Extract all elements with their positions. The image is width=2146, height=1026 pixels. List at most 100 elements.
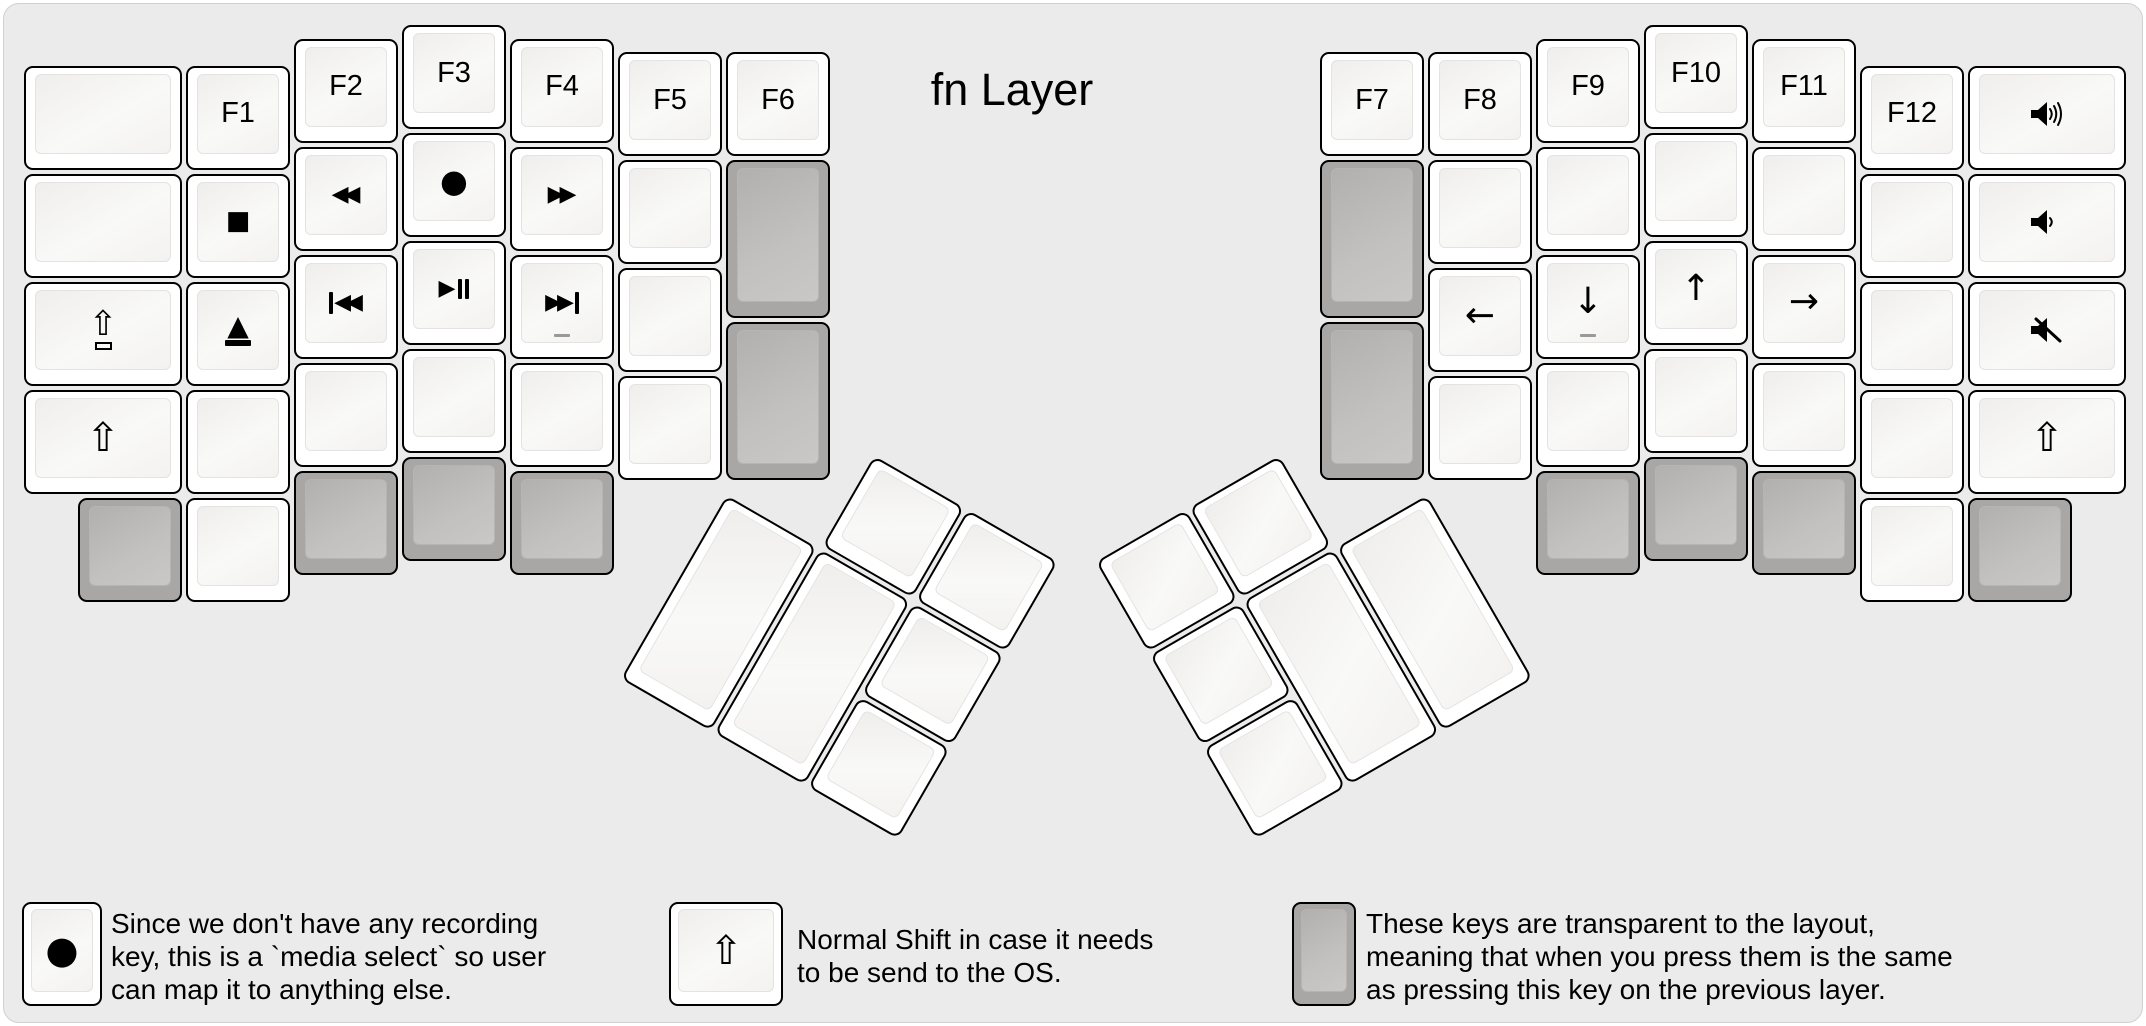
homing-dash <box>1580 333 1596 337</box>
key-blank-r-c5-r2 <box>1860 173 1964 278</box>
keycap: F5 <box>629 60 711 140</box>
key-volume-down <box>1968 173 2126 278</box>
key-play-pause: ▶ <box>402 241 506 345</box>
key-label: F2 <box>329 70 363 102</box>
keycap <box>1871 505 1953 586</box>
keycap: ▶▶ <box>521 154 603 235</box>
key-blank-l-c1-r4 <box>186 389 290 494</box>
keycap <box>197 505 279 586</box>
keycap: F6 <box>737 60 819 140</box>
keycap <box>35 181 171 262</box>
key-record: ● <box>402 133 506 237</box>
key-f2: F2 <box>294 38 398 143</box>
key-label: F3 <box>437 56 471 89</box>
key-blank-r-c4-r4 <box>1752 362 1856 467</box>
key-next-track: ▶▶ <box>510 254 614 359</box>
key-blank-l-c2-r4 <box>294 362 398 467</box>
keycap <box>1109 522 1221 633</box>
key-transparent-l-c6-b <box>726 322 830 480</box>
key-transparent-bottom-right <box>1968 497 2072 602</box>
key-stop: ■ <box>186 173 290 278</box>
key-f7: F7 <box>1320 52 1424 156</box>
keycap <box>35 73 171 154</box>
key-f6: F6 <box>726 52 830 156</box>
keycap: ● <box>31 909 93 992</box>
key-label: F4 <box>545 70 579 102</box>
keycap <box>1547 370 1629 451</box>
keycap: ↓ <box>1547 262 1629 343</box>
keycap <box>1439 168 1521 248</box>
stop-icon: ■ <box>225 205 251 236</box>
keycap <box>1871 181 1953 262</box>
keycap: ▲ <box>197 289 279 370</box>
key-blank-r-c1-r2 <box>1428 160 1532 264</box>
keycap: ⇧ <box>678 909 774 992</box>
volume-up-icon <box>2027 99 2067 129</box>
legend-line: Since we don't have any recording <box>111 908 539 939</box>
keycap <box>521 370 603 451</box>
key-arrow-up: ↑ <box>1644 241 1748 345</box>
key-f5: F5 <box>618 52 722 156</box>
keycap: ● <box>413 141 495 221</box>
key-shift-left: ⇧ <box>24 389 182 494</box>
arrow-left-icon: ← <box>1464 294 1496 336</box>
key-f10: F10 <box>1644 25 1748 129</box>
keycap: F11 <box>1763 46 1845 127</box>
keycap: ↑ <box>1655 249 1737 329</box>
keycap <box>1979 505 2061 586</box>
legend-line: meaning that when you press them is the … <box>1366 941 1953 972</box>
keycap <box>839 468 951 579</box>
keycap <box>413 465 495 545</box>
key-blank-top-left-1 <box>24 65 182 170</box>
legend-line: can map it to anything else. <box>111 974 452 1005</box>
key-blank-r-c1-r4 <box>1428 376 1532 480</box>
keycap <box>1202 468 1314 579</box>
legend-key-shift-note: ⇧ <box>669 902 783 1006</box>
keycap <box>1655 465 1737 545</box>
keycap: F12 <box>1871 73 1953 154</box>
key-blank-l-c3-r4 <box>402 349 506 453</box>
legend-line: Normal Shift in case it needs <box>797 924 1154 955</box>
keycap: F4 <box>521 46 603 127</box>
key-label: F6 <box>761 83 795 116</box>
record-icon: ● <box>45 928 79 973</box>
keycap <box>1763 154 1845 235</box>
key-label: F10 <box>1671 56 1721 89</box>
key-eject: ▲ <box>186 281 290 386</box>
keycap: F9 <box>1547 46 1629 127</box>
legend-key-transparent-note <box>1292 902 1356 1006</box>
key-label: F5 <box>653 83 687 116</box>
fast-forward-icon: ▶▶ <box>547 181 577 207</box>
key-label: F9 <box>1571 70 1605 102</box>
shift-icon: ⇧ <box>2030 414 2064 461</box>
keycap <box>1763 370 1845 451</box>
key-blank-bottom-left <box>186 497 290 602</box>
key-volume-mute <box>1968 281 2126 386</box>
key-transparent-l-c2 <box>294 470 398 575</box>
keycap: → <box>1763 262 1845 343</box>
keycap: ◀◀ <box>305 154 387 235</box>
key-fast-forward: ▶▶ <box>510 146 614 251</box>
key-f9: F9 <box>1536 38 1640 143</box>
keycap: ← <box>1439 276 1521 356</box>
key-caps-lock: ⇧ <box>24 281 182 386</box>
keycap <box>737 330 819 464</box>
keycap <box>629 384 711 464</box>
keycap <box>1547 478 1629 559</box>
legend-line: These keys are transparent to the layout… <box>1366 908 1875 939</box>
key-transparent-r-c0-b <box>1320 322 1424 480</box>
legend-key-record-note: ● <box>22 902 102 1006</box>
key-blank-r-c3-r4 <box>1644 349 1748 453</box>
prev-track-icon: ◀◀ <box>329 291 363 314</box>
shift-icon: ⇧ <box>709 927 743 974</box>
keycap: ■ <box>197 181 279 262</box>
keycap <box>1979 73 2115 154</box>
key-transparent-l-c3 <box>402 457 506 561</box>
legend-line: as pressing this key on the previous lay… <box>1366 974 1886 1005</box>
keycap: F3 <box>413 33 495 113</box>
keycap <box>629 276 711 356</box>
play-pause-icon: ▶ <box>439 278 470 299</box>
